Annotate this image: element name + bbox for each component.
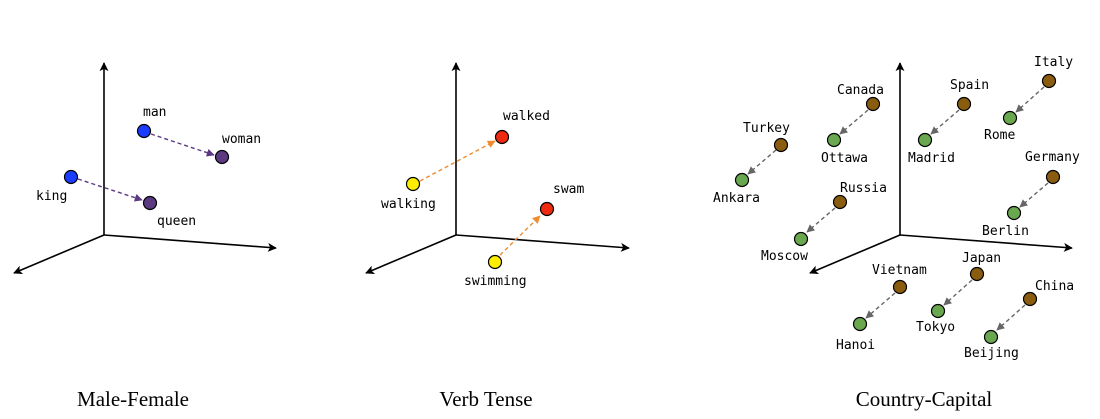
- word-label-russia: Russia: [840, 181, 887, 196]
- word-label-swam: swam: [553, 182, 584, 197]
- pair-italy-rome: Italy Rome: [984, 55, 1073, 143]
- axes-country-capital: [809, 62, 1073, 274]
- word-label-walking: walking: [381, 197, 436, 212]
- word-point-turkey: [773, 137, 789, 153]
- axis-left: [809, 234, 901, 274]
- word-point-russia: [832, 194, 848, 210]
- word-label-tokyo: Tokyo: [916, 320, 955, 335]
- word-label-king: king: [36, 189, 67, 204]
- panel-caption-male-female: Male-Female: [77, 387, 189, 411]
- word-label-berlin: Berlin: [982, 224, 1029, 239]
- axis-right: [103, 234, 277, 252]
- word-label-japan: Japan: [962, 251, 1001, 266]
- word-point-walking: [405, 176, 421, 192]
- panel-country-capital: Turkey Ankara Canada Ottawa Spain Madrid…: [713, 55, 1080, 411]
- panel-caption-country-capital: Country-Capital: [856, 387, 993, 411]
- word-label-swimming: swimming: [464, 274, 527, 289]
- panel-caption-verb-tense: Verb Tense: [439, 387, 532, 411]
- relation-arrow: [865, 292, 896, 319]
- word-point-italy: [1041, 73, 1057, 89]
- pair-vietnam-hanoi: Vietnam Hanoi: [836, 263, 927, 353]
- word-point-japan: [969, 266, 985, 282]
- word-point-swam: [539, 201, 555, 217]
- word-label-queen: queen: [157, 214, 196, 229]
- word-point-berlin: [1006, 205, 1022, 221]
- relation-arrow: [419, 140, 496, 182]
- pair-turkey-ankara: Turkey Ankara: [713, 121, 790, 206]
- word-point-canada: [865, 96, 881, 112]
- pair-russia-moscow: Russia Moscow: [761, 181, 887, 264]
- word-label-turkey: Turkey: [743, 121, 790, 136]
- word-point-woman: [214, 149, 230, 165]
- word-point-walked: [494, 129, 510, 145]
- relation-arrow: [806, 207, 836, 233]
- pair-china-beijing: China Beijing: [964, 279, 1074, 361]
- word-point-vietnam: [892, 279, 908, 295]
- word-point-germany: [1045, 169, 1061, 185]
- word-point-ankara: [734, 172, 750, 188]
- word-point-swimming: [487, 254, 503, 270]
- word-point-man: [136, 123, 152, 139]
- relation-arrow: [77, 178, 143, 202]
- word-label-beijing: Beijing: [964, 346, 1019, 361]
- pair-walking-walked: walking walked: [381, 109, 550, 212]
- relation-arrow: [499, 215, 541, 256]
- relation-arrow: [1015, 86, 1045, 113]
- axes-male-female: [13, 62, 277, 274]
- panel-verb-tense: walking walked swimming swam Verb Tense: [365, 62, 630, 411]
- pair-swimming-swam: swimming swam: [464, 182, 584, 289]
- word-label-germany: Germany: [1025, 150, 1080, 165]
- word-label-moscow: Moscow: [761, 249, 808, 264]
- word-point-rome: [1002, 110, 1018, 126]
- word-label-walked: walked: [503, 109, 550, 124]
- relation-arrow: [150, 133, 215, 157]
- word-point-beijing: [983, 329, 999, 345]
- word-label-canada: Canada: [837, 83, 884, 98]
- word-point-tokyo: [930, 303, 946, 319]
- pair-japan-tokyo: Japan Tokyo: [916, 251, 1001, 335]
- pair-germany-berlin: Germany Berlin: [982, 150, 1080, 239]
- word-point-hanoi: [852, 316, 868, 332]
- word-label-ankara: Ankara: [713, 191, 760, 206]
- word-point-moscow: [793, 231, 809, 247]
- relation-arrow: [996, 304, 1026, 331]
- word-label-man: man: [143, 105, 166, 120]
- axes-verb-tense: [365, 62, 630, 274]
- pair-canada-ottawa: Canada Ottawa: [821, 83, 884, 166]
- word-label-madrid: Madrid: [908, 151, 955, 166]
- relation-arrow: [747, 149, 777, 175]
- panel-male-female: man woman king queen Male-Female: [13, 62, 277, 411]
- word-label-china: China: [1035, 279, 1074, 294]
- relation-arrow: [943, 279, 973, 306]
- axis-left: [13, 234, 105, 274]
- word-point-king: [63, 169, 79, 185]
- pair-man-woman: man woman: [136, 105, 261, 165]
- axis-left: [365, 234, 457, 274]
- word-point-spain: [956, 96, 972, 112]
- word-label-woman: woman: [222, 132, 261, 147]
- word-label-italy: Italy: [1034, 55, 1073, 70]
- word-label-rome: Rome: [984, 128, 1015, 143]
- pair-king-queen: king queen: [36, 169, 196, 229]
- word-label-spain: Spain: [950, 78, 989, 93]
- word-point-queen: [142, 195, 158, 211]
- relation-arrow: [930, 109, 960, 135]
- relation-arrow: [839, 109, 869, 135]
- word-label-vietnam: Vietnam: [872, 263, 927, 278]
- word-label-ottawa: Ottawa: [821, 151, 868, 166]
- word-label-hanoi: Hanoi: [836, 338, 875, 353]
- pair-spain-madrid: Spain Madrid: [908, 78, 989, 166]
- axis-right: [899, 234, 1073, 252]
- word-point-china: [1022, 291, 1038, 307]
- word-point-ottawa: [826, 132, 842, 148]
- relation-arrow: [1019, 182, 1049, 208]
- axis-right: [455, 234, 630, 252]
- word-point-madrid: [917, 132, 933, 148]
